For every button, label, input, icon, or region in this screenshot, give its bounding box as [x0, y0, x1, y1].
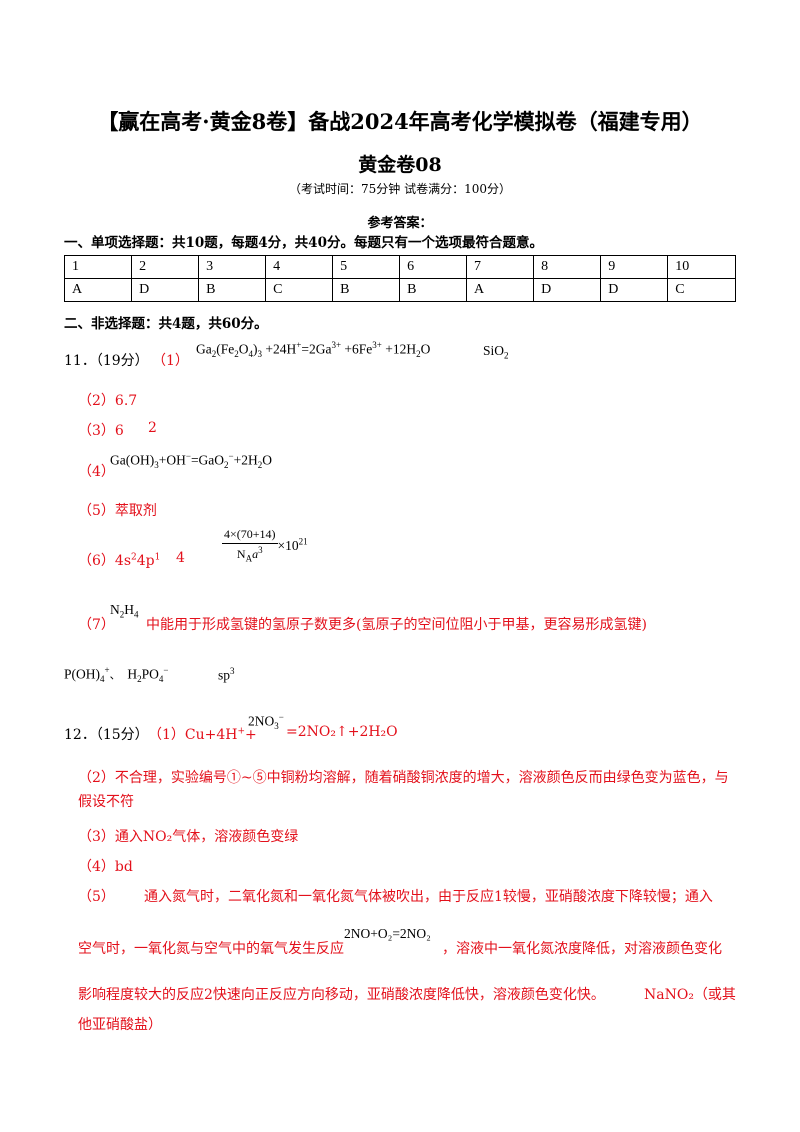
section1-heading: 一、单项选择题：共10题，每题4分，共40分。每题只有一个选项最符合题意。: [64, 235, 543, 251]
q11-part1-number: （1）: [152, 353, 189, 369]
table-cell: C: [667, 278, 736, 302]
answer-table: 1 2 3 4 5 6 7 8 9 10 A D B C B B A D D C: [63, 255, 736, 302]
q12-part4: （4）bd: [78, 859, 133, 875]
q12-part5-line2a: 空气时，一氧化氮与空气中的氧气发生反应: [78, 941, 344, 957]
q11-part6-formula: 4×(70+14) NAa3 ×1021: [222, 527, 308, 564]
q12-part3: （3）通入NO₂气体，溶液颜色变绿: [78, 829, 299, 845]
q11-part3b: 2: [148, 420, 157, 436]
table-cell: D: [533, 278, 602, 302]
q12-part5-salt: NaNO₂（或其: [644, 987, 736, 1003]
table-cell: 3: [198, 255, 267, 279]
table-cell: 1: [63, 255, 133, 279]
section2-heading: 二、非选择题：共4题，共60分。: [64, 316, 268, 332]
q12-label: 12．（15分）: [64, 727, 149, 743]
table-cell: D: [131, 278, 200, 302]
page-subtitle: 黄金卷08: [358, 154, 442, 176]
table-cell: A: [466, 278, 535, 302]
q11-hybridization: sp3: [218, 666, 235, 683]
table-cell: 4: [265, 255, 334, 279]
page-title: 【赢在高考·黄金8卷】备战2024年高考化学模拟卷（福建专用）: [97, 109, 703, 134]
q12-part5-line4: 他亚硝酸盐）: [78, 1017, 162, 1033]
q11-part7-formula: N2H4: [110, 602, 139, 620]
q12-part5-line2b: ，溶液中一氧化氮浓度降低，对溶液颜色变化: [442, 941, 722, 957]
q12-part1-products: =2NO₂↑+2H₂O: [286, 724, 398, 740]
answers-label: 参考答案：: [367, 216, 433, 231]
q12-part5-number: （5）: [78, 889, 115, 905]
q12-part5-equation: 2NO+O₂=2NO₂: [344, 926, 431, 941]
q11-part6: （6）4s24p1: [78, 552, 161, 569]
table-cell: 8: [533, 255, 602, 279]
exam-note: （考试时间：75分钟 试卷满分：100分）: [289, 182, 511, 196]
table-cell: B: [332, 278, 401, 302]
table-cell: C: [265, 278, 334, 302]
table-row-answers: A D B C B B A D D C: [63, 278, 736, 302]
q12-part5-line3: 影响程度较大的反应2快速向正反应方向移动，亚硝酸浓度降低快，溶液颜色变化快。: [78, 987, 605, 1003]
q11-part2: （2）6.7: [78, 393, 138, 409]
q12-part5-line1: 通入氮气时，二氧化氮和一氧化氮气体被吹出，由于反应1较慢，亚硝酸浓度下降较慢；通…: [144, 889, 713, 905]
q11-part1-equation: Ga2(Fe2O4)3 +24H+=2Ga3+ +6Fe3+ +12H2O: [196, 340, 431, 360]
q11-part3a: （3）6: [78, 423, 124, 439]
table-cell: 6: [399, 255, 468, 279]
table-cell: B: [399, 278, 468, 302]
table-cell: A: [63, 278, 133, 302]
density-fraction: 4×(70+14) NAa3: [222, 527, 278, 564]
q11-part1-sio2: SiO2: [483, 343, 509, 361]
table-cell: 5: [332, 255, 401, 279]
q12-part1: （1）Cu+4H++: [148, 726, 257, 743]
table-row-numbers: 1 2 3 4 5 6 7 8 9 10: [63, 255, 736, 279]
table-cell: D: [600, 278, 669, 302]
table-cell: 7: [466, 255, 535, 279]
q11-part4-equation: Ga(OH)3+OH−=GaO2−+2H2O: [110, 451, 272, 471]
q11-part4-number: （4）: [78, 464, 115, 480]
q11-part5: （5）萃取剂: [78, 503, 157, 519]
q11-part6-b: 4: [176, 550, 185, 566]
table-cell: 2: [131, 255, 200, 279]
q11-part7-number: （7）: [78, 617, 115, 633]
q12-part1-nitrate: 2NO3−: [248, 712, 284, 732]
table-cell: 9: [600, 255, 669, 279]
table-cell: B: [198, 278, 267, 302]
q11-ions: P(OH)4+、 H2PO4−: [64, 665, 169, 685]
table-cell: 10: [667, 255, 736, 279]
q11-label: 11．（19分）: [64, 353, 149, 369]
q12-part2: （2）不合理，实验编号①~⑤中铜粉均溶解，随着硝酸铜浓度的增大，溶液颜色反而由绿…: [78, 770, 729, 810]
q11-part7-text: 中能用于形成氢键的氢原子数更多(氢原子的空间位阻小于甲基，更容易形成氢键): [146, 617, 647, 633]
